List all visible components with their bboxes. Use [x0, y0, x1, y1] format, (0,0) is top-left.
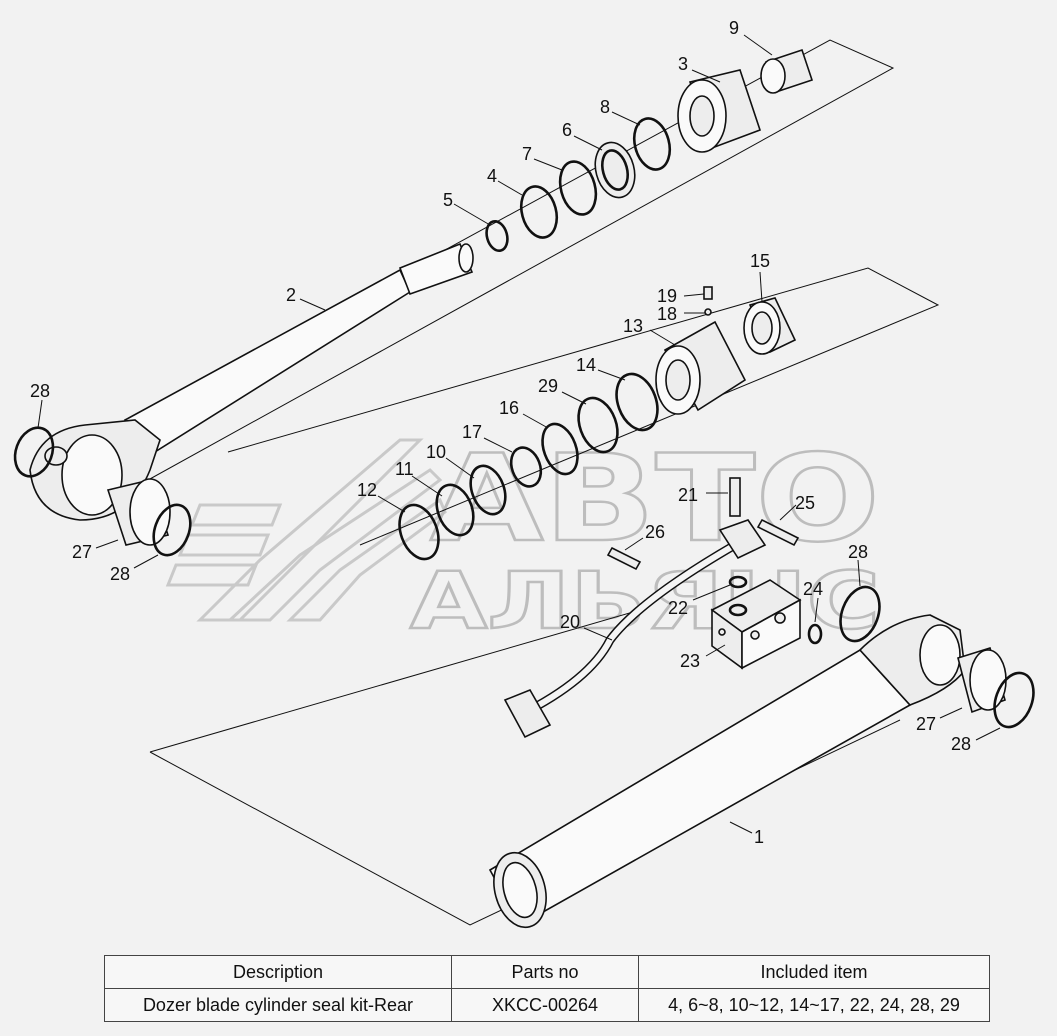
o-ring-12	[398, 503, 440, 561]
back-up-ring-29	[577, 396, 619, 454]
o-ring-left-inner	[152, 503, 192, 557]
o-ring-10	[469, 464, 507, 516]
bolt-25	[756, 518, 800, 547]
callout-4: 4	[487, 166, 497, 186]
callout-27-right: 27	[916, 714, 936, 734]
callout-28-left-top: 28	[30, 381, 50, 401]
o-ring-24	[807, 623, 823, 645]
callout-9: 9	[729, 18, 739, 38]
cell-included-item: 4, 6~8, 10~12, 14~17, 22, 24, 28, 29	[638, 988, 990, 1022]
callout-7: 7	[522, 144, 532, 164]
cylinder-tube-part	[488, 614, 966, 929]
o-ring-left-outer	[13, 426, 55, 478]
callout-labels: 9 3 8 6 7 4 5 2 28 27 28 15 19 18 13 14 …	[30, 18, 971, 847]
o-ring-22	[728, 575, 748, 589]
callout-12: 12	[357, 480, 377, 500]
bushing-9-part	[760, 48, 814, 94]
bolt-26	[606, 546, 642, 571]
callout-28-right-top: 28	[848, 542, 868, 562]
callout-1: 1	[754, 827, 764, 847]
watermark-logo-icon	[165, 438, 447, 622]
cell-parts-no: XKCC-00264	[451, 988, 639, 1022]
leader-lines	[37, 34, 1001, 834]
callout-10: 10	[426, 442, 446, 462]
callout-23: 23	[680, 651, 700, 671]
seal-ring-8	[632, 117, 672, 171]
seal-ring-4	[519, 185, 559, 239]
wear-ring-14	[615, 372, 659, 432]
cell-description: Dozer blade cylinder seal kit-Rear	[104, 988, 452, 1022]
callout-18: 18	[657, 304, 677, 324]
o-ring-22b	[728, 603, 748, 617]
piston-part	[655, 320, 747, 415]
callout-3: 3	[678, 54, 688, 74]
callout-27-left: 27	[72, 542, 92, 562]
seal-ring-7	[558, 160, 598, 216]
o-ring-right-inner	[993, 671, 1035, 729]
o-ring-right-outer	[839, 585, 881, 643]
exploded-parts-diagram: АВТО АЛЬЯНС	[13, 18, 1035, 929]
pipe-flange-part	[503, 688, 552, 739]
valve-block-part	[710, 579, 802, 670]
callout-22: 22	[668, 598, 688, 618]
header-parts-no: Parts no	[451, 955, 639, 989]
table-row: Dozer blade cylinder seal kit-Rear XKCC-…	[104, 988, 990, 1022]
callout-19: 19	[657, 286, 677, 306]
callout-8: 8	[600, 97, 610, 117]
callout-14: 14	[576, 355, 596, 375]
callout-5: 5	[443, 190, 453, 210]
header-description: Description	[104, 955, 452, 989]
callout-15: 15	[750, 251, 770, 271]
callout-25: 25	[795, 493, 815, 513]
lock-nut-15-part	[743, 297, 797, 355]
o-ring-16	[541, 422, 579, 476]
callout-24: 24	[803, 579, 823, 599]
pipe-flange-top-part	[718, 519, 767, 560]
callout-26: 26	[645, 522, 665, 542]
table-header-row: Description Parts no Included item	[104, 955, 990, 989]
callout-28-left-bottom: 28	[110, 564, 130, 584]
set-screw-19	[703, 286, 713, 300]
callout-17: 17	[462, 422, 482, 442]
back-up-ring-17	[509, 446, 543, 488]
parts-table: Description Parts no Included item Dozer…	[104, 955, 990, 1022]
rod-cover-part	[677, 69, 762, 153]
rod-seal-6-inner	[601, 149, 629, 191]
callout-28-right-bottom: 28	[951, 734, 971, 754]
callout-29: 29	[538, 376, 558, 396]
steel-ball-18	[704, 308, 712, 316]
callout-2: 2	[286, 285, 296, 305]
seal-11	[435, 483, 475, 537]
bolt-21	[729, 477, 741, 517]
callout-20: 20	[560, 612, 580, 632]
callout-13: 13	[623, 316, 643, 336]
callout-21: 21	[678, 485, 698, 505]
bushing-left-part	[106, 478, 171, 546]
bushing-right-part	[957, 646, 1007, 714]
piston-assembly-plane	[227, 267, 940, 546]
callout-16: 16	[499, 398, 519, 418]
callout-6: 6	[562, 120, 572, 140]
snap-ring-5	[485, 219, 509, 253]
header-included-item: Included item	[638, 955, 990, 989]
callout-11: 11	[395, 459, 414, 479]
